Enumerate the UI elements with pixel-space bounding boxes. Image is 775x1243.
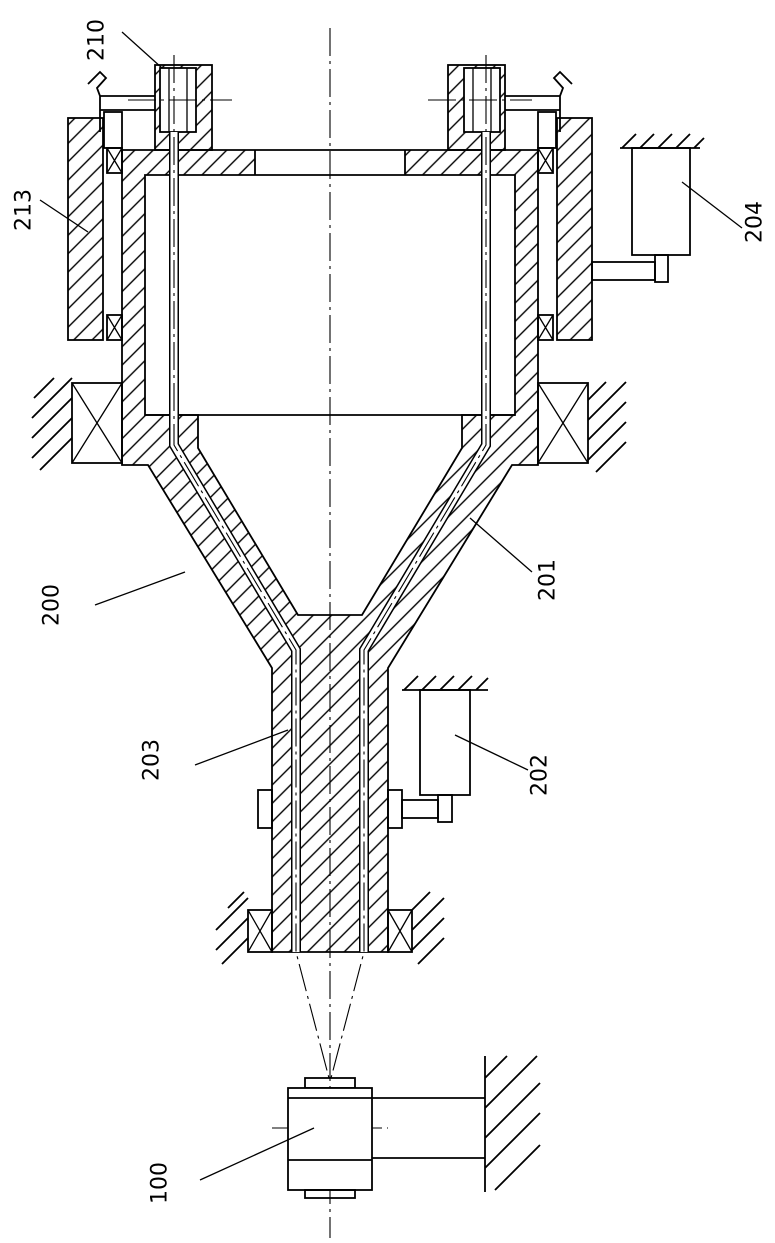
main-bearing-right <box>538 383 588 463</box>
cylinder-202-rod <box>438 795 452 822</box>
shaft-block-left <box>258 790 272 828</box>
callout-201: 201 <box>536 559 561 601</box>
leader-204 <box>682 182 742 228</box>
ring-right <box>557 118 592 340</box>
cylinder-204-body <box>632 148 690 255</box>
cylinder-204-link <box>592 262 655 280</box>
callout-202: 202 <box>528 754 553 796</box>
cylinder-202-mount <box>388 790 402 828</box>
bracket-block <box>104 112 122 148</box>
target-100 <box>288 1056 540 1198</box>
cylinder-202-body <box>420 690 470 795</box>
callout-100: 100 <box>148 1162 173 1204</box>
ground-lower-right <box>412 892 444 964</box>
ring-left <box>68 118 103 340</box>
target-wall <box>485 1056 540 1192</box>
ring-bearing-right-top <box>538 148 553 173</box>
ring-bearing-left-bottom <box>107 315 122 340</box>
target-arm <box>372 1098 485 1158</box>
cylinder-202 <box>388 676 488 828</box>
callout-200: 200 <box>40 584 65 626</box>
ground-lower-left <box>216 892 248 964</box>
cylinder-204-rod <box>655 255 668 282</box>
leader-201 <box>470 518 532 572</box>
callout-203: 203 <box>140 739 165 781</box>
leader-202 <box>455 735 528 770</box>
cylinder-204 <box>592 134 704 282</box>
target-body <box>288 1088 372 1190</box>
ring-bearing-left-top <box>107 148 122 173</box>
lower-bearing-left <box>248 910 272 952</box>
bracket-block <box>538 112 556 148</box>
connector-210-right <box>428 65 572 150</box>
ring-bearing-right-bottom <box>538 315 553 340</box>
leader-210 <box>122 32 162 68</box>
connector-210-left <box>88 65 232 150</box>
cylinder-202-support <box>402 676 488 690</box>
leader-200 <box>95 572 185 605</box>
lower-bearing-right <box>388 910 412 952</box>
callout-204: 204 <box>743 201 768 243</box>
callout-210: 210 <box>85 19 110 61</box>
cylinder-204-support <box>620 134 704 148</box>
ground-upper-right <box>588 382 626 472</box>
main-bearing-left <box>72 383 122 463</box>
ground-upper-left <box>32 378 72 470</box>
callout-213: 213 <box>12 189 37 231</box>
cylinder-202-link <box>402 800 438 818</box>
